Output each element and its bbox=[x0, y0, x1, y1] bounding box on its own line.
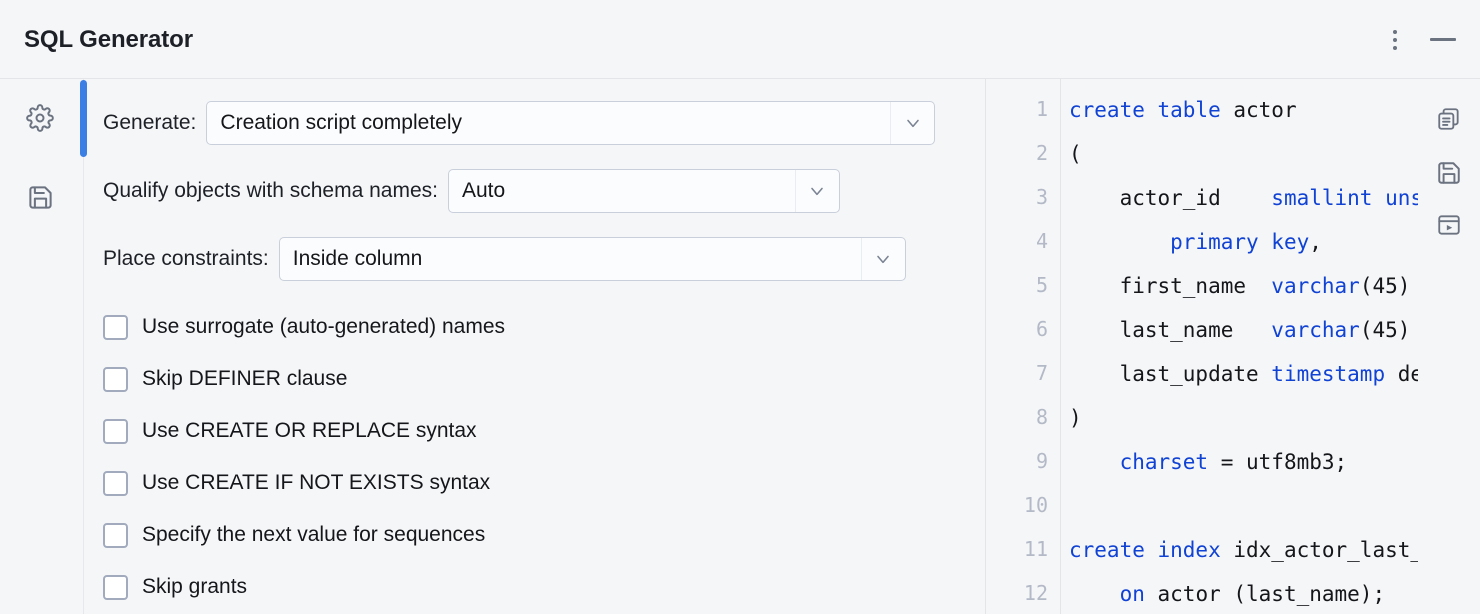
checkbox-box[interactable] bbox=[103, 574, 128, 600]
checkbox-label: Use CREATE IF NOT EXISTS syntax bbox=[142, 471, 491, 494]
code-line: create table actor bbox=[1069, 97, 1297, 123]
sql-text: first_name bbox=[1069, 274, 1272, 298]
save-to-file-button[interactable] bbox=[1431, 157, 1467, 193]
run-in-console-icon bbox=[1436, 212, 1462, 243]
window-titlebar: SQL Generator bbox=[0, 0, 1480, 79]
sql-keyword: charset bbox=[1119, 450, 1209, 474]
chevron-down-icon bbox=[860, 238, 905, 280]
line-number: 9 bbox=[1035, 449, 1048, 473]
line-number: 5 bbox=[1035, 273, 1048, 297]
line-number: 2 bbox=[1035, 141, 1048, 165]
page-title: SQL Generator bbox=[24, 26, 193, 53]
sql-keyword: varchar bbox=[1271, 274, 1360, 298]
checkbox-use-surrogate-names[interactable]: Use surrogate (auto-generated) names bbox=[103, 301, 803, 353]
sql-keyword: create table bbox=[1069, 98, 1234, 122]
line-number: 12 bbox=[1023, 581, 1048, 605]
checkbox-label: Skip grants bbox=[142, 575, 248, 598]
copy-to-clipboard-button[interactable] bbox=[1431, 103, 1467, 139]
checkbox-create-if-not-exists[interactable]: Use CREATE IF NOT EXISTS syntax bbox=[103, 457, 803, 509]
settings-button[interactable] bbox=[22, 100, 58, 136]
kebab-menu-button[interactable] bbox=[1378, 23, 1412, 57]
sql-text bbox=[1069, 450, 1120, 474]
generate-label: Generate: bbox=[103, 111, 197, 134]
line-number: 4 bbox=[1035, 229, 1048, 253]
qualify-objects-label: Qualify objects with schema names: bbox=[103, 179, 438, 202]
place-constraints-row: Place constraints: Inside column bbox=[103, 237, 906, 281]
code-line: ) bbox=[1069, 405, 1082, 431]
qualify-objects-select[interactable]: Auto bbox=[447, 169, 840, 213]
checkbox-label: Specify the next value for sequences bbox=[142, 523, 486, 546]
sql-keyword: varchar bbox=[1271, 318, 1360, 342]
checkbox-label: Skip DEFINER clause bbox=[142, 367, 348, 390]
generate-row: Generate: Creation script completely bbox=[103, 101, 936, 145]
sql-text: = utf8mb3; bbox=[1208, 450, 1348, 474]
sql-text: last_name bbox=[1069, 318, 1272, 342]
code-line: on actor (last_name); bbox=[1069, 581, 1386, 607]
line-number: 8 bbox=[1035, 405, 1048, 429]
sql-text: actor (last_name); bbox=[1144, 582, 1386, 606]
window-controls bbox=[1378, 0, 1460, 79]
line-number: 3 bbox=[1035, 185, 1048, 209]
checkbox-skip-definer-clause[interactable]: Skip DEFINER clause bbox=[103, 353, 803, 405]
checkbox-box[interactable] bbox=[103, 470, 128, 496]
options-checkbox-list: Use surrogate (auto-generated) names Ski… bbox=[103, 301, 803, 613]
checkbox-box[interactable] bbox=[103, 314, 128, 340]
sql-text: ) bbox=[1069, 406, 1082, 430]
chevron-down-icon bbox=[794, 170, 839, 212]
checkbox-skip-grants[interactable]: Skip grants bbox=[103, 561, 803, 613]
code-toolbar bbox=[1418, 79, 1480, 614]
checkbox-box[interactable] bbox=[103, 366, 128, 392]
sql-keyword: timestamp bbox=[1271, 362, 1386, 386]
qualify-objects-select-value: Auto bbox=[461, 179, 506, 202]
sql-text: last_update bbox=[1069, 362, 1272, 386]
code-line: primary key, bbox=[1069, 229, 1322, 255]
checkbox-label: Use CREATE OR REPLACE syntax bbox=[142, 419, 477, 442]
sql-text: , bbox=[1309, 230, 1322, 254]
gear-icon bbox=[26, 104, 54, 132]
minimize-button[interactable] bbox=[1426, 23, 1460, 57]
checkbox-box[interactable] bbox=[103, 522, 128, 548]
line-number: 10 bbox=[1023, 493, 1048, 517]
line-number: 7 bbox=[1035, 361, 1048, 385]
save-button[interactable] bbox=[22, 179, 58, 215]
place-constraints-select[interactable]: Inside column bbox=[278, 237, 906, 281]
copy-icon bbox=[1436, 106, 1462, 137]
generate-select-value: Creation script completely bbox=[220, 111, 462, 134]
checkbox-next-value-for-sequences[interactable]: Specify the next value for sequences bbox=[103, 509, 803, 561]
code-line: charset = utf8mb3; bbox=[1069, 449, 1348, 475]
code-line: create index idx_actor_last_name bbox=[1069, 537, 1474, 563]
sql-text: ( bbox=[1069, 142, 1082, 166]
code-line: ( bbox=[1069, 141, 1082, 167]
sql-text bbox=[1069, 582, 1120, 606]
sql-text bbox=[1069, 230, 1170, 254]
generate-select[interactable]: Creation script completely bbox=[206, 101, 936, 145]
sql-keyword: primary key bbox=[1170, 230, 1310, 254]
chevron-down-icon bbox=[890, 102, 934, 144]
sql-keyword: on bbox=[1119, 582, 1145, 606]
line-number: 6 bbox=[1035, 317, 1048, 341]
left-icon-rail bbox=[0, 79, 80, 614]
kebab-menu-icon bbox=[1393, 29, 1397, 50]
line-number: 1 bbox=[1035, 97, 1048, 121]
save-icon bbox=[27, 184, 54, 211]
sql-text: actor_id bbox=[1069, 186, 1272, 210]
checkbox-create-or-replace[interactable]: Use CREATE OR REPLACE syntax bbox=[103, 405, 803, 457]
line-number: 11 bbox=[1023, 537, 1048, 561]
save-icon bbox=[1436, 160, 1462, 191]
form-scrollbar-track bbox=[83, 79, 84, 614]
sql-text: actor bbox=[1233, 98, 1297, 122]
sql-keyword: create index bbox=[1069, 538, 1234, 562]
options-form-panel: Generate: Creation script completely Qua… bbox=[80, 79, 985, 614]
form-scrollbar-thumb[interactable] bbox=[80, 80, 87, 157]
checkbox-label: Use surrogate (auto-generated) names bbox=[142, 315, 506, 338]
checkbox-box[interactable] bbox=[103, 418, 128, 444]
run-in-console-button[interactable] bbox=[1431, 209, 1467, 245]
place-constraints-select-value: Inside column bbox=[292, 247, 423, 270]
minimize-icon bbox=[1430, 38, 1456, 41]
qualify-objects-row: Qualify objects with schema names: Auto bbox=[103, 169, 840, 213]
place-constraints-label: Place constraints: bbox=[103, 247, 269, 270]
